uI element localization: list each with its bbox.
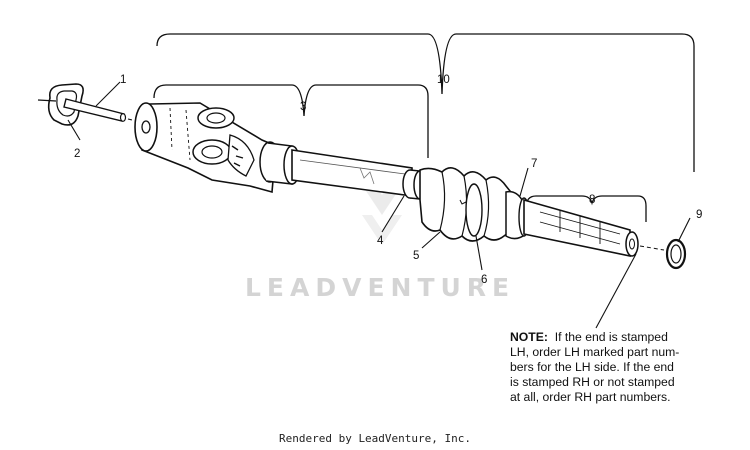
callout-3: 3 xyxy=(300,101,306,113)
u-joint-part-3 xyxy=(134,102,301,194)
callout-2: 2 xyxy=(74,148,80,160)
callout-8: 8 xyxy=(589,194,595,206)
callout-6: 6 xyxy=(481,274,487,286)
bracket-8 xyxy=(525,195,647,222)
callout-4: 4 xyxy=(377,235,384,247)
circlip-part-9 xyxy=(665,238,687,270)
note-line-3: bers for the LH side. If the end xyxy=(510,360,674,374)
bracket-3 xyxy=(153,84,429,158)
note-line-4: is stamped RH or not stamped xyxy=(510,375,675,389)
callout-5: 5 xyxy=(413,250,419,262)
note-line-2: LH, order LH marked part num- xyxy=(510,345,680,359)
callout-1: 1 xyxy=(120,74,126,86)
note-line-1: NOTE: If the end is stamped xyxy=(510,330,710,345)
watermark-text: LEADVENTURE xyxy=(245,273,515,302)
shaft xyxy=(291,149,413,197)
note-line-1-text: If the end is stamped xyxy=(554,330,668,344)
bracket-10 xyxy=(156,33,695,172)
footer-credit: Rendered by LeadVenture, Inc. xyxy=(278,432,472,445)
callout-10: 10 xyxy=(437,74,450,86)
stub-shaft-part-8 xyxy=(523,198,665,257)
note-line-5: at all, order RH part numbers. xyxy=(510,390,671,404)
callout-9: 9 xyxy=(696,209,702,221)
note-block: NOTE: If the end is stamped LH, order LH… xyxy=(510,330,710,405)
callout-7: 7 xyxy=(531,158,537,170)
note-heading: NOTE: xyxy=(510,330,548,344)
pin-part-1 xyxy=(63,98,141,123)
leader-lines xyxy=(67,81,691,329)
clamp-part-6 xyxy=(465,183,483,237)
